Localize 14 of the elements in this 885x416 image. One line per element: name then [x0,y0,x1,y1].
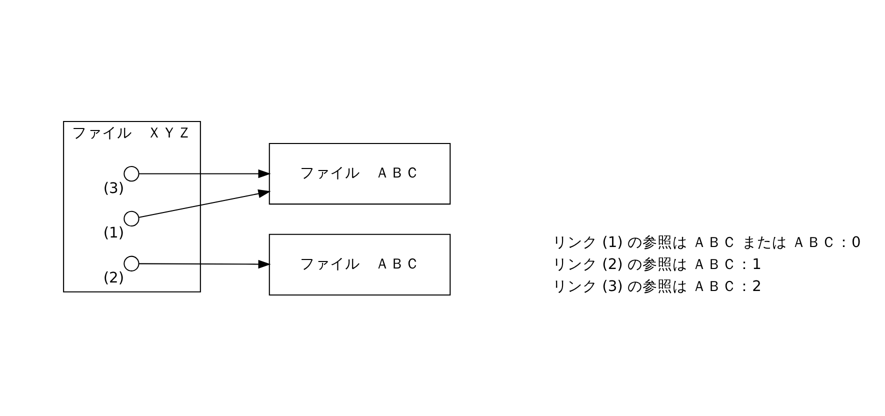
node-label: (2) [102,270,124,287]
node-circle [123,256,139,272]
node-label: (1) [102,224,124,242]
node-box: ファイル ＡＢＣ [268,234,450,296]
node-box: ファイル ＡＢＣ [268,142,450,205]
label: リンク (1) の参照は ＡＢＣ または ＡＢＣ：0 [552,234,860,252]
arrow [138,189,270,218]
arrow [138,260,270,269]
label: リンク (3) の参照は ＡＢＣ：2 [552,278,761,296]
node-circle [123,210,139,227]
node-label: (3) [102,180,124,197]
label: リンク (2) の参照は ＡＢＣ：1 [552,256,761,274]
node-circle [123,166,139,182]
arrow [138,169,270,178]
